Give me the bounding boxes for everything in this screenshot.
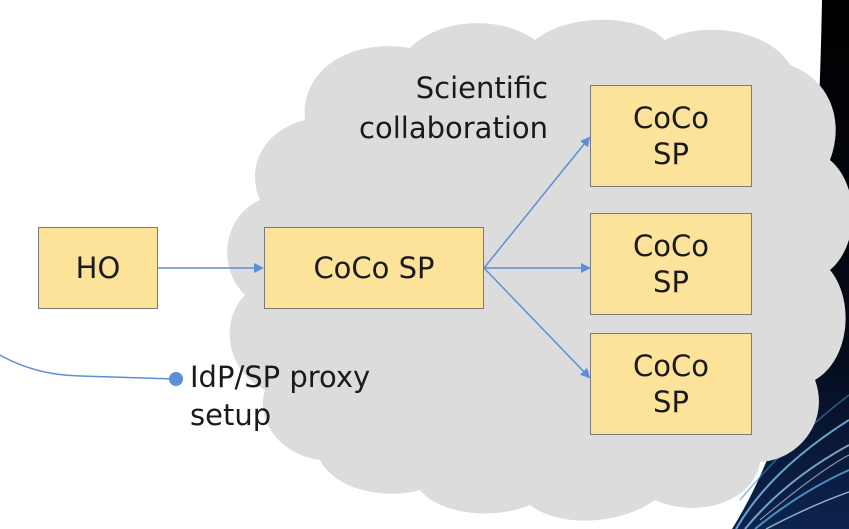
node-coco-bottom-label: CoCo SP (633, 349, 709, 419)
node-ho-label: HO (75, 251, 121, 285)
node-ho: HO (38, 227, 158, 309)
node-coco-bottom: CoCo SP (590, 333, 752, 435)
callout-line (0, 354, 175, 380)
callout-label: IdP/SP proxy setup (190, 360, 371, 432)
node-coco-top-label: CoCo SP (633, 101, 709, 171)
arrow-coco-to-top (483, 136, 591, 269)
cloud-label: Scientific collaboration (359, 71, 548, 145)
node-coco-middle: CoCo SP (590, 213, 752, 315)
arrow-coco-to-bottom (483, 267, 591, 379)
node-coco-top: CoCo SP (590, 85, 752, 187)
node-coco-middle-label: CoCo SP (633, 229, 709, 299)
node-coco-main-label: CoCo SP (313, 251, 435, 285)
node-coco-main: CoCo SP (264, 227, 484, 309)
callout-dot (169, 372, 183, 386)
